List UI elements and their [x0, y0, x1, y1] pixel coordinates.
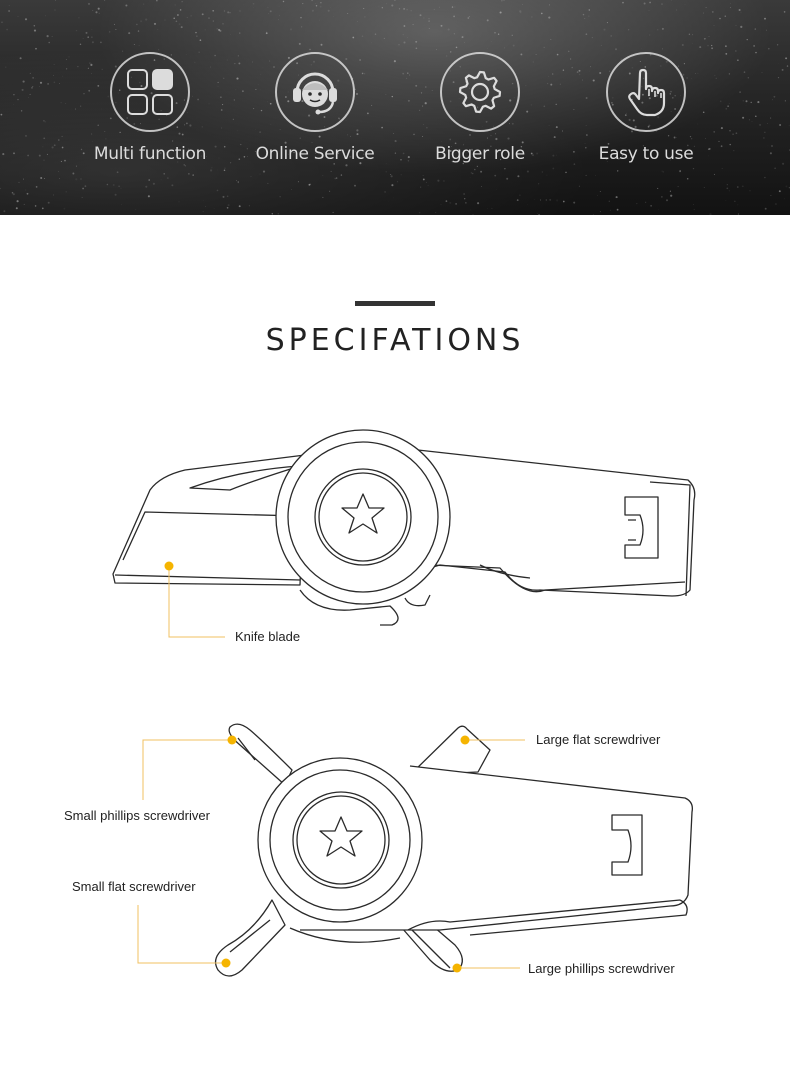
callout-small-flat-screwdriver: Small flat screwdriver [72, 879, 196, 894]
stone-texture [0, 0, 790, 215]
callout-large-phillips-screwdriver: Large phillips screwdriver [528, 961, 675, 976]
callout-dot [164, 561, 174, 571]
callout-large-flat-screwdriver: Large flat screwdriver [536, 732, 661, 747]
feature-banner: Multi function Online Service [0, 0, 790, 215]
callout-small-phillips-screwdriver: Small phillips screwdriver [64, 808, 210, 823]
feature-label: Bigger role [435, 144, 525, 164]
heading-accent-bar [355, 301, 435, 306]
callout-dot [460, 735, 470, 745]
feature-label: Easy to use [598, 144, 694, 164]
callout-dot [221, 958, 231, 968]
feature-bigger-role: Bigger role [410, 52, 550, 164]
callout-dot [452, 963, 462, 973]
callout-knife-blade: Knife blade [235, 629, 301, 644]
feature-circle [440, 52, 520, 132]
knife-blade-illustration [112, 429, 696, 638]
screwdriver-illustration [137, 723, 693, 977]
feature-label: Multi function [93, 144, 207, 164]
feature-circle [275, 52, 355, 132]
feature-circle [110, 52, 190, 132]
gear-icon [458, 70, 502, 114]
grid-icon [127, 69, 173, 115]
feature-easy-to-use: Easy to use [576, 52, 716, 164]
feature-label: Online Service [255, 144, 375, 164]
callout-dot [227, 735, 237, 745]
feature-online-service: Online Service [245, 52, 385, 164]
section-title: SPECIFATIONS [265, 323, 525, 358]
feature-multi-function: Multi function [80, 52, 220, 164]
headset-agent-icon [293, 72, 337, 115]
feature-circle [606, 52, 686, 132]
pointing-hand-icon [628, 68, 666, 117]
